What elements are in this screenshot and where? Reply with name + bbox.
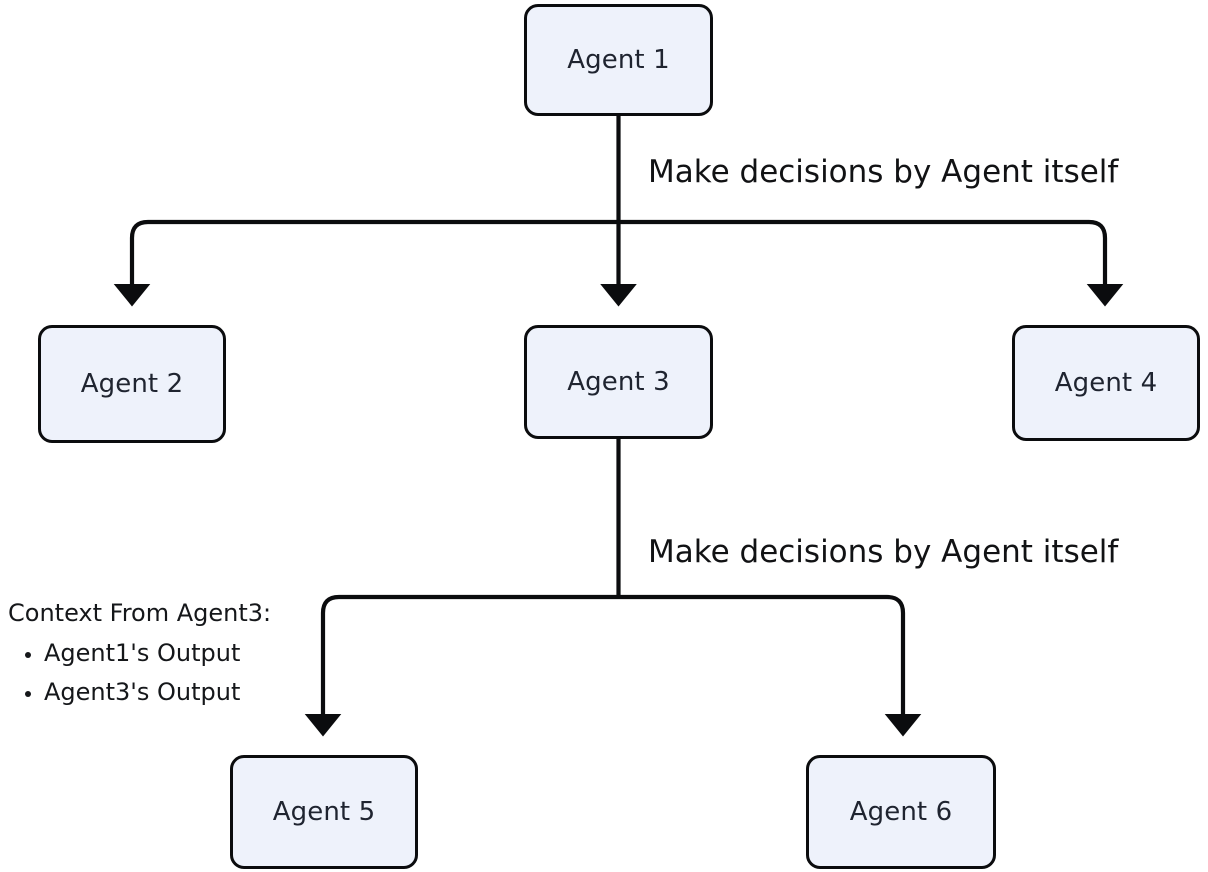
edge-agent1-to-agent2 xyxy=(113,219,619,307)
node-label-agent-6: Agent 6 xyxy=(849,797,953,827)
node-label-agent-2: Agent 2 xyxy=(80,369,184,399)
edge-agent1-to-agent4 xyxy=(618,219,1124,307)
node-agent-4[interactable]: Agent 4 xyxy=(1012,325,1200,441)
edge-label-branch-2: Make decisions by Agent itself xyxy=(648,534,1119,570)
context-note-list: Agent1's Output Agent3's Output xyxy=(8,634,338,712)
node-agent-1[interactable]: Agent 1 xyxy=(524,4,713,116)
node-agent-3[interactable]: Agent 3 xyxy=(524,325,713,439)
context-note: Context From Agent3: Agent1's Output Age… xyxy=(8,599,338,712)
node-label-agent-5: Agent 5 xyxy=(272,797,376,827)
edge-agent3-to-agent6 xyxy=(618,594,922,737)
edge-label-branch-1: Make decisions by Agent itself xyxy=(648,154,1119,190)
context-note-item: Agent1's Output xyxy=(44,634,338,673)
node-label-agent-4: Agent 4 xyxy=(1054,368,1158,398)
node-agent-6[interactable]: Agent 6 xyxy=(806,755,996,869)
node-label-agent-1: Agent 1 xyxy=(567,45,670,75)
context-note-item: Agent3's Output xyxy=(44,673,338,712)
edge-agent3-to-agent5 xyxy=(304,594,619,737)
context-note-title: Context From Agent3: xyxy=(8,599,272,627)
node-agent-2[interactable]: Agent 2 xyxy=(38,325,226,443)
node-label-agent-3: Agent 3 xyxy=(567,367,670,397)
node-agent-5[interactable]: Agent 5 xyxy=(230,755,418,869)
